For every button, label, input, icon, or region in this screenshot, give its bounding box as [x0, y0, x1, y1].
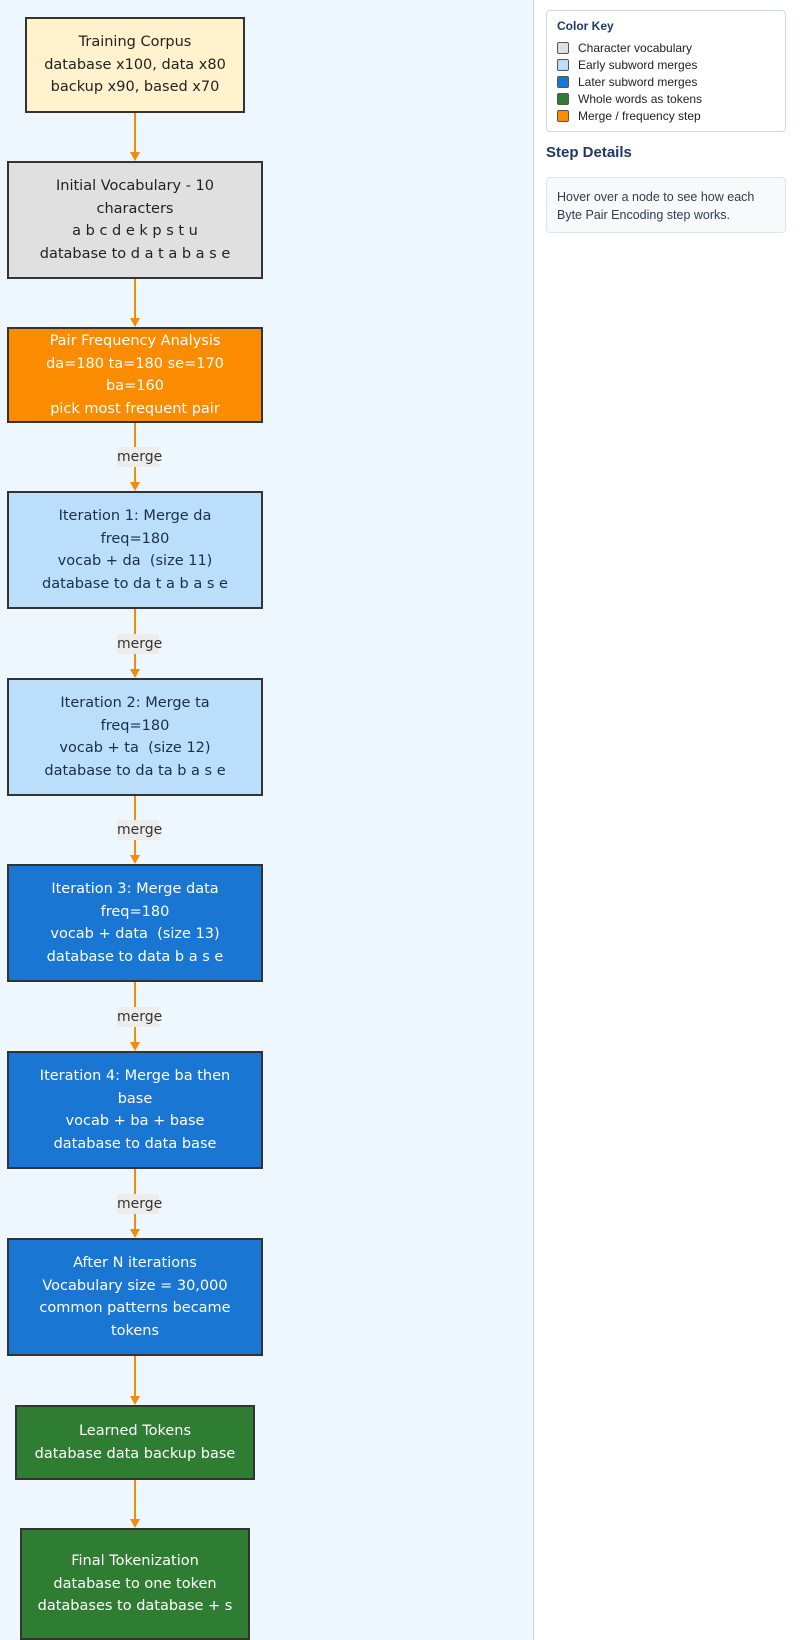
node-text-line: Training Corpus: [78, 34, 192, 51]
node-iteration-3[interactable]: Iteration 3: Merge data freq=180 vocab + d…: [7, 864, 263, 982]
node-text-line: Final Tokenization: [71, 1553, 199, 1570]
edge-label-merge: merge: [117, 1193, 163, 1214]
color-key-item: Early subword merges: [557, 56, 775, 73]
node-pair-frequency-analysis[interactable]: Pair Frequency Analysis da=180 ta=180 se=…: [7, 327, 263, 423]
color-key-label: Merge / frequency step: [578, 108, 701, 123]
edge-label-merge: merge: [117, 820, 163, 840]
node-text-line: Iteration 3: Merge data: [51, 881, 219, 897]
node-text-line: backup x90, based x70: [50, 79, 220, 96]
node-training-corpus[interactable]: Training Corpus database x100, data x80 ba…: [25, 17, 245, 113]
node-text-line: After N iterations: [73, 1255, 197, 1271]
node-text-line: Learned Tokens: [78, 1423, 192, 1439]
arrowhead: [130, 152, 140, 161]
node-text-line: Initial Vocabulary - 10: [55, 178, 214, 194]
color-key-title: Color Key: [557, 19, 614, 33]
node-text-line: Vocabulary size = 30,000: [42, 1277, 228, 1294]
node-text-line: base: [117, 1090, 153, 1107]
arrowhead: [130, 318, 140, 327]
node-text-line: database to one token: [53, 1575, 217, 1592]
node-text-line: Iteration 2: Merge ta: [60, 695, 210, 711]
node-initial-vocabulary[interactable]: Initial Vocabulary - 10 characters a b c d…: [7, 161, 263, 279]
node-text-line: Iteration 4: Merge ba then: [39, 1068, 231, 1084]
node-text-line: vocab + ta (size 12): [59, 740, 211, 756]
node-iteration-2[interactable]: Iteration 2: Merge ta freq=180 vocab + ta …: [7, 678, 263, 796]
color-swatch: [557, 58, 569, 71]
node-text-line: Iteration 1: Merge da: [58, 508, 212, 524]
arrowhead: [130, 1519, 140, 1528]
node-text-line: freq=180: [100, 717, 170, 734]
edge-label-merge: merge: [117, 447, 163, 467]
color-key-item: Later subword merges: [557, 73, 775, 90]
pane-divider[interactable]: [533, 0, 534, 1640]
color-key-item: Merge / frequency step: [557, 107, 775, 124]
node-learned-tokens[interactable]: Learned Tokens database data backup base: [15, 1405, 255, 1480]
color-key-item: Whole words as tokens: [557, 90, 775, 107]
diagram-pane: Training Corpus database x100, data x80 ba…: [0, 0, 533, 1640]
node-text-line: freq=180: [100, 530, 170, 547]
node-text-line: vocab + da (size 11): [57, 553, 213, 569]
node-text-line: common patterns became: [39, 1300, 231, 1316]
node-text-line: freq=180: [100, 903, 170, 920]
arrowhead: [130, 669, 140, 678]
color-key-label: Later subword merges: [578, 74, 698, 89]
node-final-tokenization[interactable]: Final Tokenization database to one token d…: [20, 1528, 250, 1640]
step-details-title: Step Details: [546, 144, 632, 161]
node-text-line: database x100, data x80: [44, 56, 226, 73]
node-text-line: vocab + data (size 13): [50, 926, 220, 942]
color-key: Color Key Character vocabulary Early sub…: [546, 10, 786, 132]
node-text-line: a b c d e k p s t u: [72, 223, 198, 239]
node-text-line: pick most frequent pair: [50, 400, 220, 417]
edge-label-merge: merge: [117, 1006, 163, 1027]
node-text-line: database to da t a b a s e: [42, 575, 228, 592]
arrowhead: [130, 1396, 140, 1405]
node-text-line: characters: [96, 200, 174, 217]
node-text-line: database to data b a s e: [46, 948, 224, 965]
node-iteration-1[interactable]: Iteration 1: Merge da freq=180 vocab + da …: [7, 491, 263, 609]
edge-label-merge: merge: [117, 633, 163, 654]
color-swatch: [557, 41, 569, 54]
color-swatch: [557, 75, 569, 88]
side-panel: Color Key Character vocabulary Early sub…: [534, 0, 800, 1640]
node-text-line: database to data base: [53, 1135, 217, 1152]
node-iteration-4[interactable]: Iteration 4: Merge ba then base vocab + ba…: [7, 1051, 263, 1169]
color-key-label: Early subword merges: [578, 57, 698, 72]
arrowhead: [130, 1229, 140, 1238]
color-swatch: [557, 109, 569, 122]
node-text-line: database data backup base: [34, 1445, 236, 1462]
node-text-line: vocab + ba + base: [65, 1113, 205, 1129]
node-text-line: Pair Frequency Analysis: [49, 333, 221, 349]
node-text-line: databases to database + s: [37, 1598, 233, 1615]
node-text-line: tokens: [110, 1322, 160, 1339]
node-text-line: database to d a t a b a s e: [39, 245, 231, 262]
step-details-panel: Hover over a node to see how each Byte P…: [546, 177, 786, 233]
arrowhead: [130, 1042, 140, 1051]
arrowhead: [130, 482, 140, 491]
color-key-item: Character vocabulary: [557, 39, 775, 56]
color-key-label: Whole words as tokens: [578, 91, 703, 106]
color-swatch: [557, 92, 569, 105]
node-text-line: database to da ta b a s e: [44, 762, 226, 779]
arrowhead: [130, 855, 140, 864]
color-key-label: Character vocabulary: [578, 40, 693, 55]
node-text-line: da=180 ta=180 se=170 ba=160: [46, 355, 229, 395]
